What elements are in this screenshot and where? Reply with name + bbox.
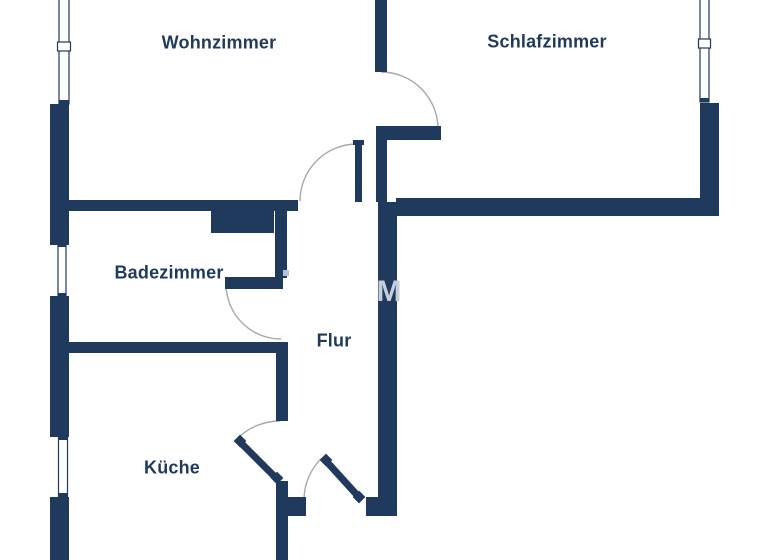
window-frame-badezimmer bbox=[57, 244, 67, 297]
wall-duct-block bbox=[211, 211, 274, 233]
window-icon bbox=[57, 436, 69, 497]
wall-wohnzimmer-bottom bbox=[68, 200, 298, 211]
room-label-kueche: Küche bbox=[143, 457, 201, 478]
window-cap bbox=[58, 436, 68, 440]
door-leaf-wohnzimmer bbox=[355, 143, 362, 202]
door-swing-arc-schlafzimmer bbox=[380, 71, 439, 130]
door-leaf-badezimmer bbox=[225, 277, 283, 289]
window-icon bbox=[697, 0, 712, 103]
door-leaf-kueche-cap-hinge bbox=[270, 471, 284, 485]
door-arcs-layer bbox=[225, 71, 439, 501]
room-label-badezimmer: Badezimmer bbox=[114, 262, 224, 283]
door-leaves-layer bbox=[225, 126, 441, 504]
wall-kueche-flur-lower bbox=[276, 481, 288, 560]
window-cap bbox=[57, 293, 67, 297]
window-frame-kueche bbox=[57, 436, 69, 497]
wall-entrance-stub bbox=[288, 497, 306, 516]
window-handle-wohnzimmer bbox=[56, 41, 72, 52]
door-leaf-wohnzimmer-cap bbox=[353, 140, 364, 145]
door-leaf-kueche-cap-top bbox=[233, 434, 247, 448]
door-swing-arc-entrance bbox=[303, 456, 324, 501]
window-cap bbox=[699, 98, 710, 102]
door-swing-arc-kueche bbox=[237, 420, 281, 439]
wall-divider-wohn-schlaf bbox=[375, 0, 387, 72]
door-leaf-entrance bbox=[324, 459, 360, 498]
door-leaf-entrance-cap-top bbox=[319, 453, 333, 467]
wall-left-upper bbox=[50, 104, 69, 245]
wall-left-lower bbox=[50, 497, 69, 560]
window-icon bbox=[56, 0, 72, 105]
door-swing-arc-wohnzimmer bbox=[299, 143, 358, 202]
window-icon bbox=[57, 244, 67, 297]
window-handle-schlafzimmer bbox=[697, 38, 712, 49]
walls-layer bbox=[50, 0, 719, 560]
window-frame-schlafzimmer bbox=[699, 0, 710, 103]
room-label-wohnzimmer: Wohnzimmer bbox=[161, 32, 277, 53]
door-swing-arc-badezimmer bbox=[225, 283, 282, 340]
room-label-flur: Flur bbox=[316, 330, 352, 351]
door-leaf-schlafzimmer bbox=[379, 126, 441, 140]
door-leaf-kueche bbox=[238, 440, 278, 480]
window-cap bbox=[57, 244, 67, 247]
window-frame-wohnzimmer bbox=[58, 0, 70, 105]
room-label-schlafzimmer: Schlafzimmer bbox=[487, 31, 607, 52]
wall-badezimmer-right bbox=[275, 202, 287, 278]
wall-badezimmer-bottom bbox=[68, 342, 288, 353]
wall-central-foot bbox=[366, 497, 397, 516]
wall-right-outer bbox=[700, 103, 719, 216]
wall-central-upper bbox=[376, 126, 387, 202]
door-leaf-entrance-cap-hinge bbox=[352, 490, 366, 504]
wall-left-middle bbox=[50, 296, 69, 437]
door-hinge-notch-badezimmer bbox=[283, 270, 289, 276]
wall-kueche-flur-upper bbox=[276, 342, 288, 421]
windows-layer bbox=[56, 0, 712, 497]
wall-central-main bbox=[378, 202, 397, 498]
window-cap bbox=[58, 493, 68, 497]
window-cap bbox=[58, 100, 70, 104]
wall-schlafzimmer-bottom bbox=[396, 198, 718, 216]
